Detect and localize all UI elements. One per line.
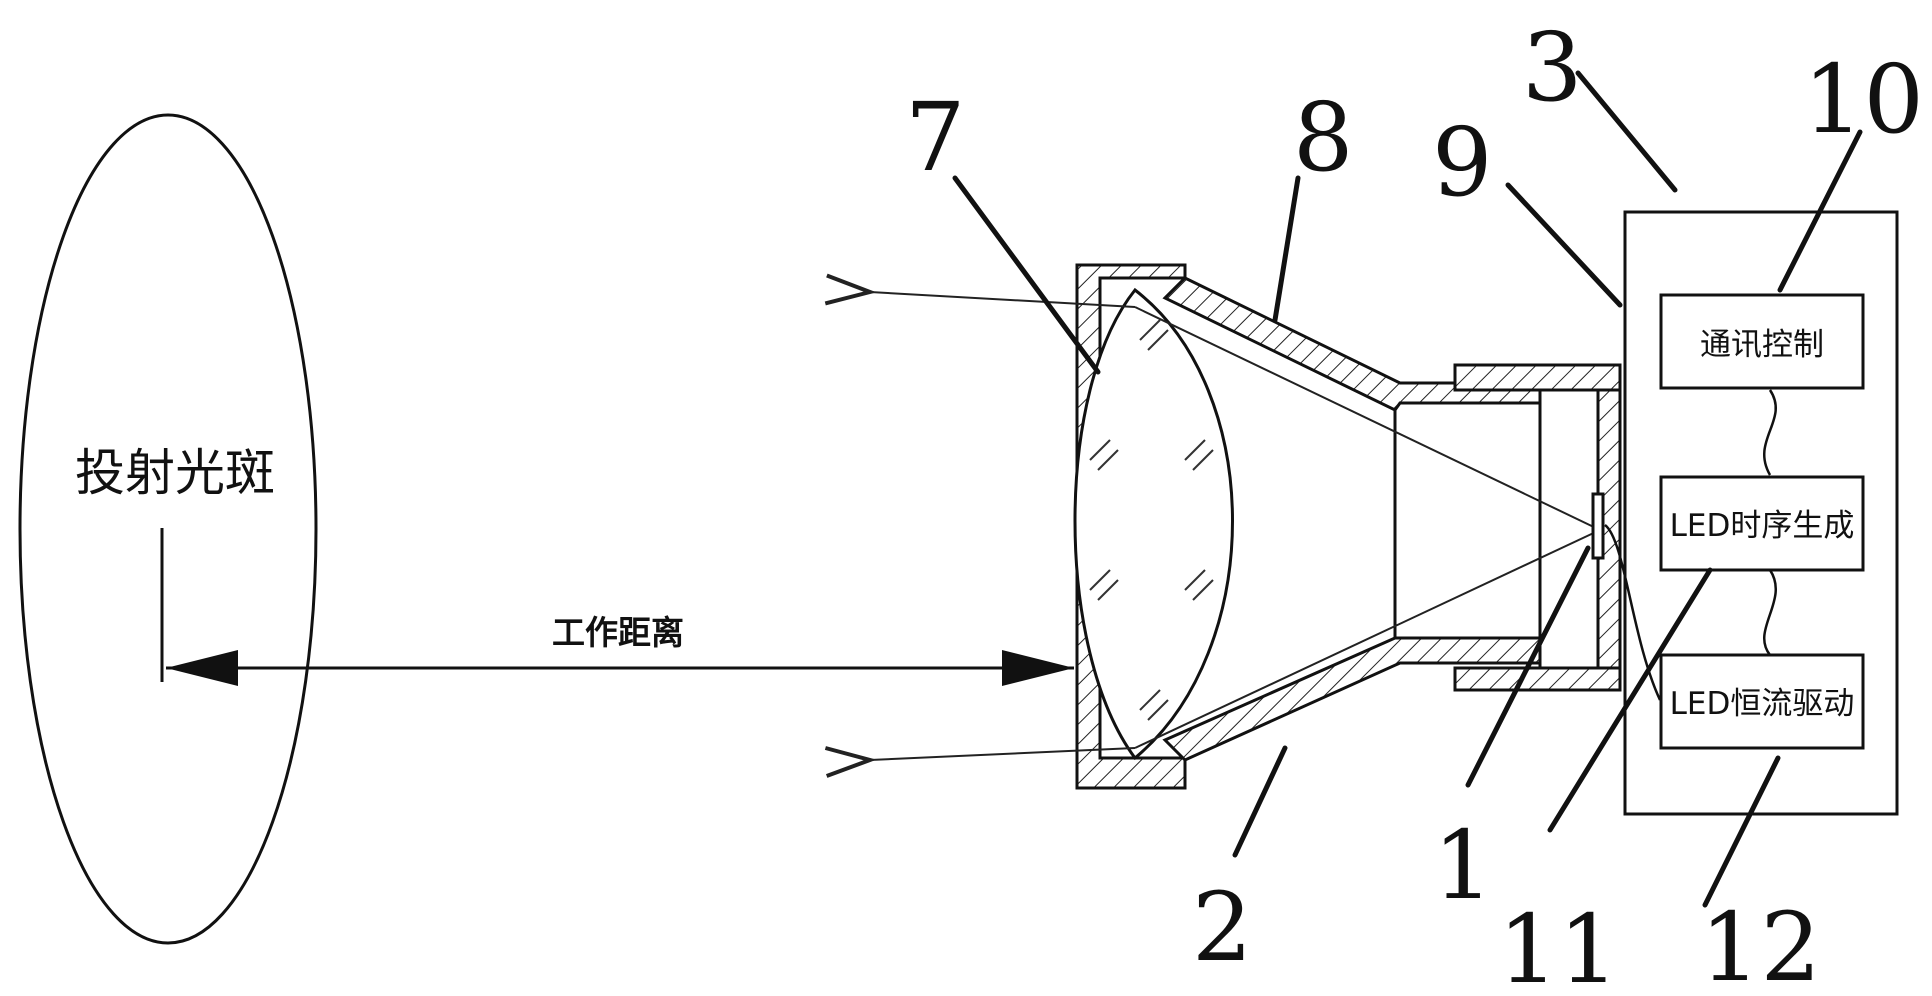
block-comm-control: 通讯控制 — [1659, 293, 1865, 390]
wiring — [1604, 389, 1777, 701]
spot-label: 投射光斑 — [75, 444, 275, 502]
working-distance-label: 工作距离 — [552, 613, 684, 652]
callout-3: 3 — [1522, 13, 1582, 123]
block-led-driver: LED恒流驱动 — [1659, 653, 1865, 750]
callout-12: 12 — [1700, 893, 1821, 996]
block-timing-label: LED时序生成 — [1670, 508, 1855, 544]
callout-2: 2 — [1192, 873, 1252, 983]
callout-9: 9 — [1432, 108, 1492, 218]
led-chip — [1591, 492, 1605, 560]
callout-8: 8 — [1293, 83, 1353, 193]
block-led-timing: LED时序生成 — [1659, 475, 1865, 572]
callout-11: 11 — [1498, 895, 1619, 996]
projected-spot-ellipse — [18, 113, 318, 945]
callout-7: 7 — [905, 83, 965, 193]
callout-numbers: 7 8 9 3 10 1 11 12 2 — [905, 13, 1924, 996]
leader-lines — [952, 70, 1863, 908]
block-driver-label: LED恒流驱动 — [1670, 686, 1855, 722]
callout-10: 10 — [1803, 45, 1924, 155]
light-rays — [870, 292, 1601, 760]
callout-1: 1 — [1433, 811, 1493, 921]
block-comm-label: 通讯控制 — [1700, 327, 1824, 363]
biconvex-lens — [1073, 287, 1234, 761]
